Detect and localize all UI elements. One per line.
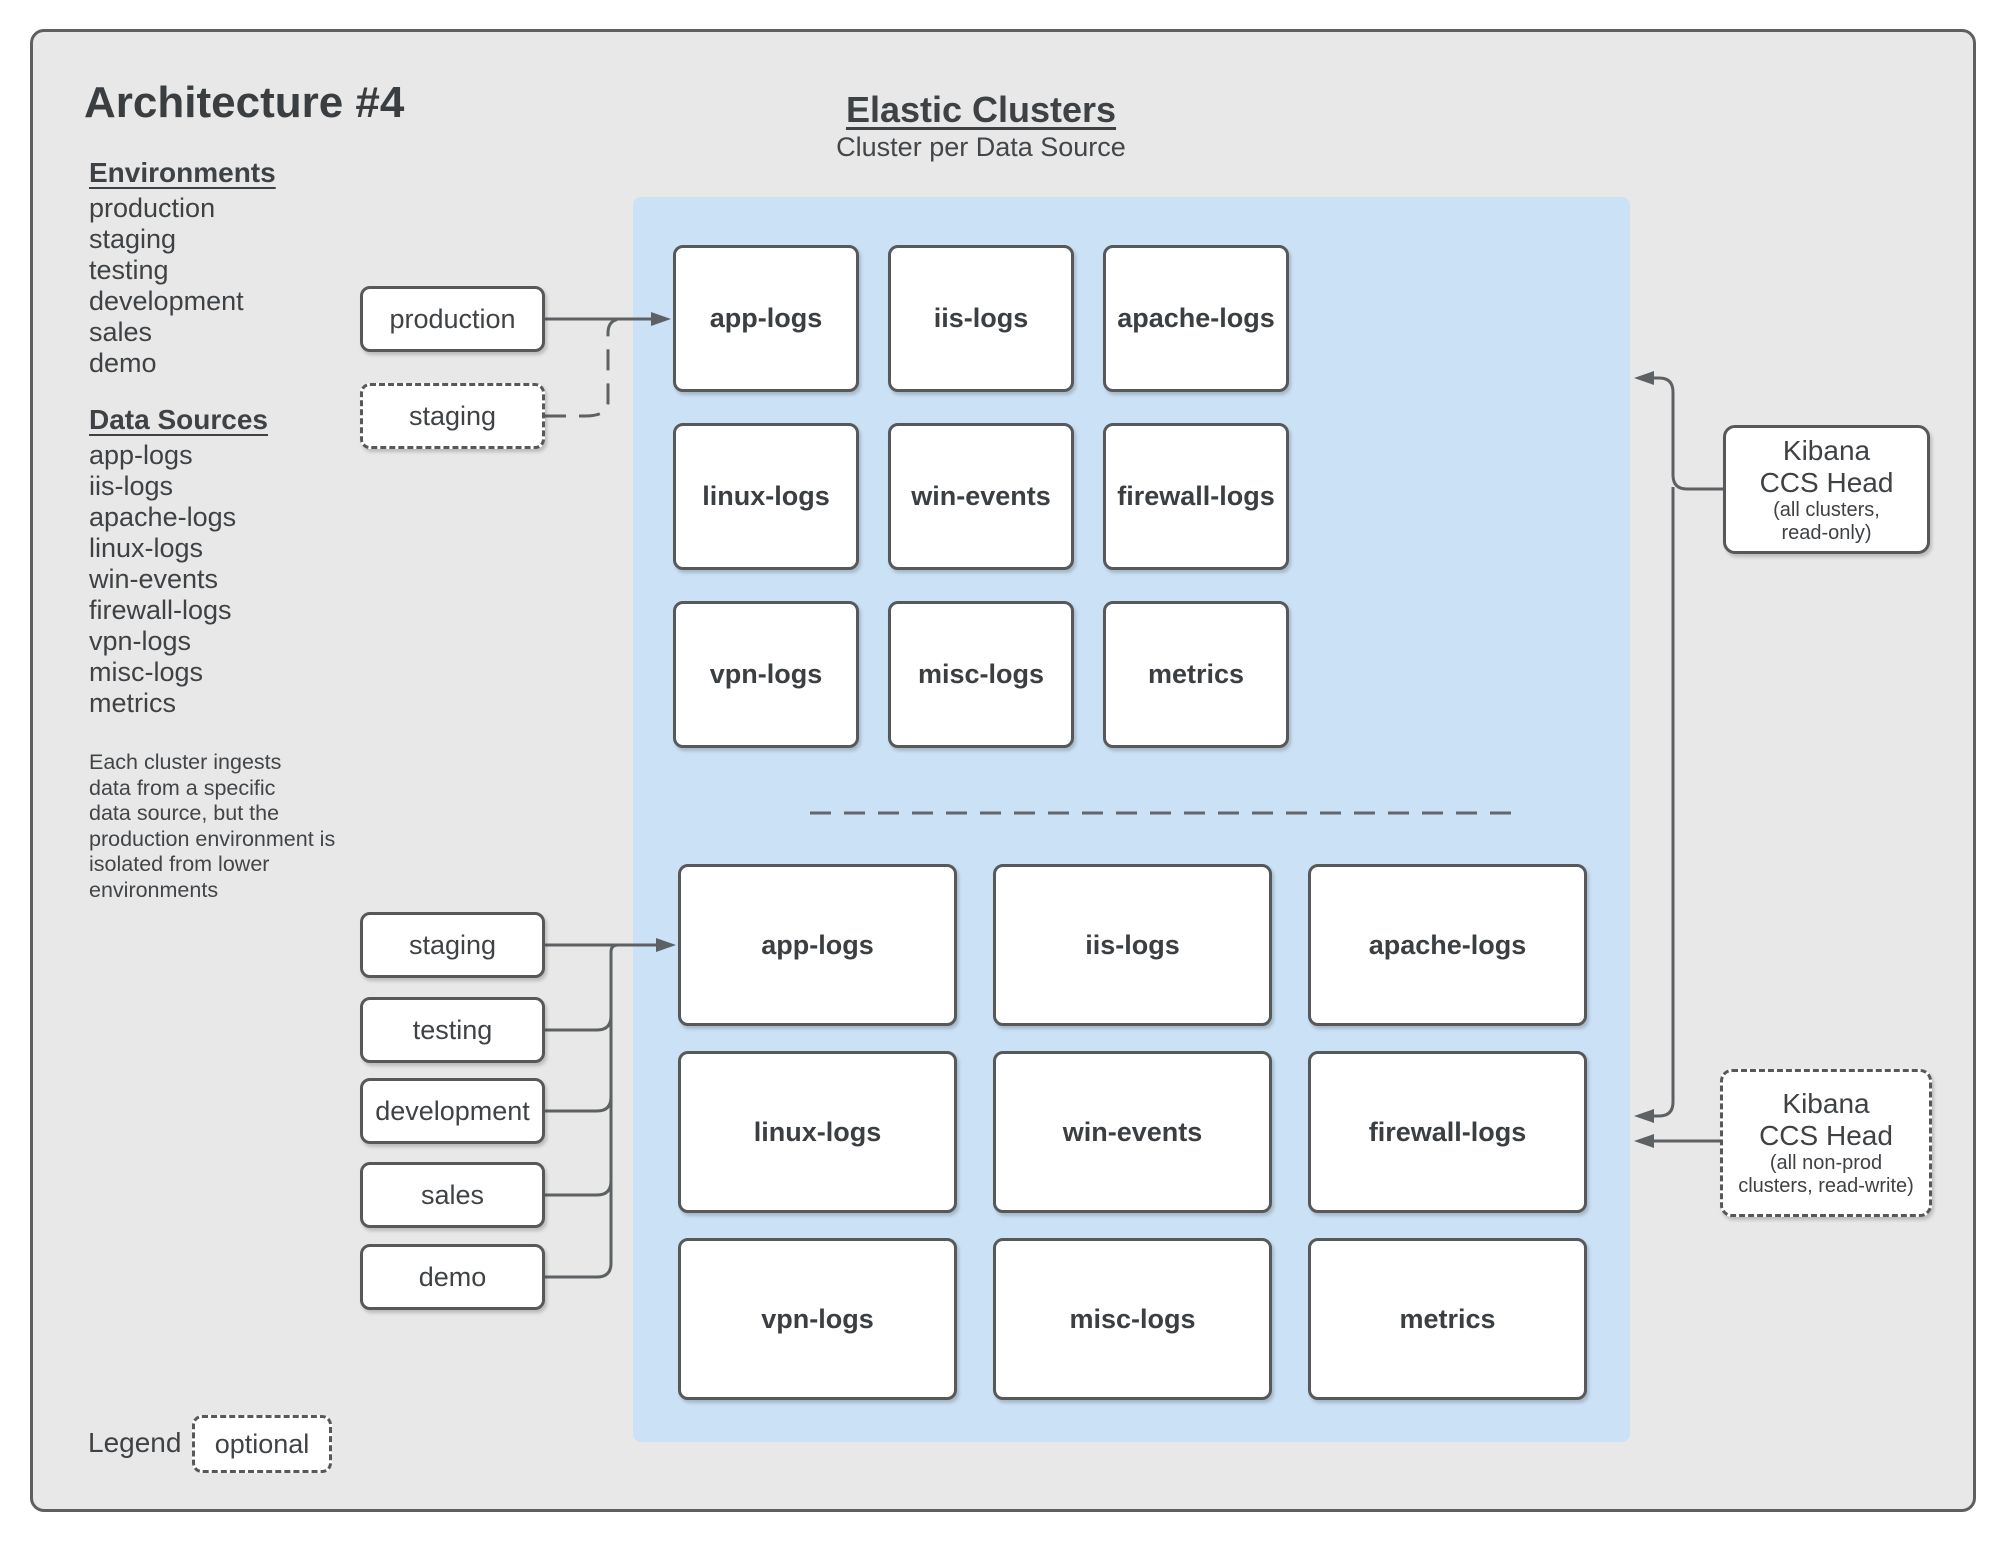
- env-box-sales: sales: [360, 1162, 545, 1228]
- prod-cluster-linux-logs: linux-logs: [673, 423, 859, 570]
- nonprod-cluster-linux-logs: linux-logs: [678, 1051, 957, 1213]
- nonprod-cluster-firewall-logs: firewall-logs: [1308, 1051, 1587, 1213]
- arrowhead-kibana-rw-nonprod: [1634, 1134, 1654, 1148]
- line-testing-branch: [545, 1015, 613, 1032]
- kibana-ccs-head-read-only: Kibana CCS Head (all clusters, read-only…: [1723, 425, 1930, 554]
- nonprod-cluster-vpn-logs: vpn-logs: [678, 1238, 957, 1400]
- dashed-line-staging-optional: [545, 317, 623, 418]
- nonprod-cluster-app-logs: app-logs: [678, 864, 957, 1026]
- data-source-item: apache-logs: [89, 502, 237, 532]
- elastic-clusters-subtitle: Cluster per Data Source: [836, 132, 1126, 162]
- prod-cluster-metrics: metrics: [1103, 601, 1289, 748]
- environment-item: testing: [89, 255, 169, 285]
- arrowhead-production: [651, 312, 671, 326]
- data-source-item: misc-logs: [89, 657, 204, 687]
- env-box-demo: demo: [360, 1244, 545, 1310]
- arrowhead-nonprod: [656, 938, 676, 952]
- data-source-item: firewall-logs: [89, 595, 232, 625]
- env-box-production: production: [360, 286, 545, 352]
- kibana-ro-line4: read-only): [1781, 521, 1872, 544]
- environment-item: development: [89, 286, 244, 316]
- elastic-clusters-panel: [633, 197, 1630, 1442]
- data-source-item: app-logs: [89, 440, 193, 470]
- nonprod-cluster-misc-logs: misc-logs: [993, 1238, 1272, 1400]
- data-source-item: linux-logs: [89, 533, 204, 563]
- data-source-item: iis-logs: [89, 471, 174, 501]
- prod-cluster-apache-logs: apache-logs: [1103, 245, 1289, 392]
- kibana-ro-line1: Kibana: [1782, 434, 1871, 466]
- kibana-rw-line3: (all non-prod: [1769, 1152, 1883, 1174]
- environments-heading: Environments: [89, 157, 276, 188]
- kibana-ro-line2: CCS Head: [1759, 466, 1894, 498]
- environment-item: production: [89, 193, 216, 223]
- line-development-branch: [545, 1096, 613, 1113]
- elastic-clusters-header: Elastic Clusters Cluster per Data Source: [673, 90, 1289, 164]
- legend-optional-box: optional: [192, 1415, 332, 1473]
- nonprod-cluster-win-events: win-events: [993, 1051, 1272, 1213]
- env-box-testing: testing: [360, 997, 545, 1063]
- env-box-staging: staging: [360, 912, 545, 978]
- arrowhead-kibana-ro-prod: [1634, 371, 1654, 385]
- line-demo-trunk: [545, 943, 619, 1279]
- elastic-clusters-title: Elastic Clusters: [845, 89, 1117, 130]
- kibana-ccs-head-read-write: Kibana CCS Head (all non-prod clusters, …: [1720, 1069, 1932, 1217]
- prod-cluster-app-logs: app-logs: [673, 245, 859, 392]
- data-source-item: metrics: [89, 688, 176, 718]
- legend-label: Legend: [88, 1427, 182, 1458]
- env-box-development: development: [360, 1078, 545, 1144]
- kibana-rw-line1: Kibana: [1782, 1088, 1870, 1119]
- nonprod-cluster-iis-logs: iis-logs: [993, 864, 1272, 1026]
- isolation-note: Each cluster ingests data from a specifi…: [89, 750, 336, 902]
- prod-cluster-iis-logs: iis-logs: [888, 245, 1074, 392]
- prod-cluster-win-events: win-events: [888, 423, 1074, 570]
- nonprod-cluster-metrics: metrics: [1308, 1238, 1587, 1400]
- prod-cluster-firewall-logs: firewall-logs: [1103, 423, 1289, 570]
- line-kibana-ro-to-prod: [1654, 376, 1723, 491]
- nonprod-cluster-apache-logs: apache-logs: [1308, 864, 1587, 1026]
- environment-item: staging: [89, 224, 177, 254]
- environment-item: demo: [89, 348, 157, 378]
- page-title: Architecture #4: [84, 78, 405, 127]
- data-source-item: vpn-logs: [89, 626, 192, 656]
- prod-cluster-misc-logs: misc-logs: [888, 601, 1074, 748]
- env-box-staging-optional: staging: [360, 383, 545, 449]
- kibana-rw-line2: CCS Head: [1759, 1120, 1893, 1151]
- prod-cluster-vpn-logs: vpn-logs: [673, 601, 859, 748]
- data-source-item: win-events: [89, 564, 219, 594]
- line-kibana-ro-to-nonprod: [1654, 487, 1675, 1118]
- kibana-rw-line4: clusters, read-write): [1738, 1175, 1914, 1197]
- arrowhead-kibana-ro-nonprod: [1634, 1109, 1654, 1123]
- environment-item: sales: [89, 317, 153, 347]
- data-sources-heading: Data Sources: [89, 404, 268, 435]
- kibana-ro-line3: (all clusters,: [1773, 498, 1880, 521]
- line-sales-branch: [545, 1180, 613, 1197]
